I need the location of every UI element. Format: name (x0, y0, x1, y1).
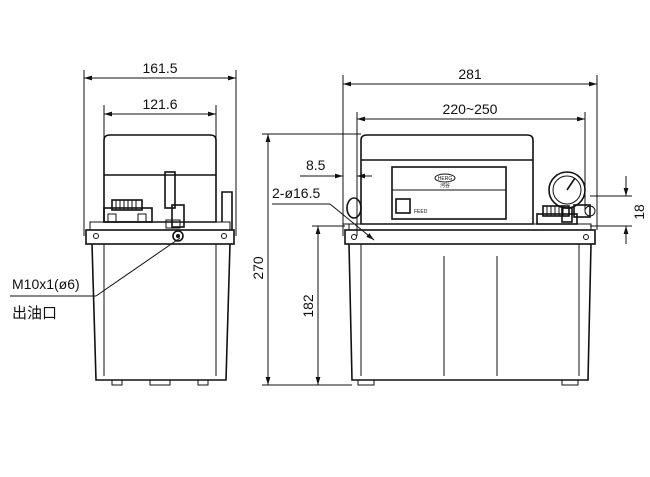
outlet-thread-label: M10x1(ø6) (12, 276, 80, 292)
side-bracket (221, 191, 233, 230)
pressure-gauge (548, 171, 596, 223)
front-cover (360, 134, 534, 225)
dim-flange-offset: 8.5 (306, 157, 326, 173)
feed-button (395, 198, 411, 214)
dim-side-overall-width: 161.5 (142, 60, 177, 76)
side-flange (85, 229, 235, 245)
front-view: 281 220~250 HERG 河谷 FEED (250, 66, 647, 386)
mount-hole-leader (329, 203, 375, 241)
brand-name: HERG (438, 176, 453, 182)
outlet-name-label: 出油口 (12, 304, 57, 322)
side-tank (91, 243, 231, 381)
front-tank (348, 243, 592, 381)
front-flange (344, 229, 596, 245)
mount-hole-left (346, 197, 362, 219)
side-cover (103, 134, 217, 223)
dim-mount-holes: 2-ø16.5 (272, 185, 320, 201)
dim-side-inner-width: 121.6 (142, 96, 177, 112)
brand-logo (434, 173, 456, 183)
dim-mount-spacing: 220~250 (443, 101, 498, 117)
dim-gauge-offset: 18 (631, 204, 647, 220)
side-lever (164, 171, 185, 229)
side-view: 161.5 121.6 (10, 60, 237, 386)
front-filler-cap (536, 205, 578, 225)
dim-mount-height: 182 (300, 294, 316, 318)
dim-overall-height: 270 (250, 256, 266, 280)
dim-front-overall-width: 281 (458, 66, 482, 82)
side-filler-cap (103, 199, 153, 223)
brand-name-cn: 河谷 (440, 182, 450, 189)
feed-button-label: FEED (414, 209, 428, 215)
front-label-plate (391, 166, 507, 220)
outlet-leader-line (95, 237, 181, 297)
side-outlet-fitting (172, 230, 184, 242)
